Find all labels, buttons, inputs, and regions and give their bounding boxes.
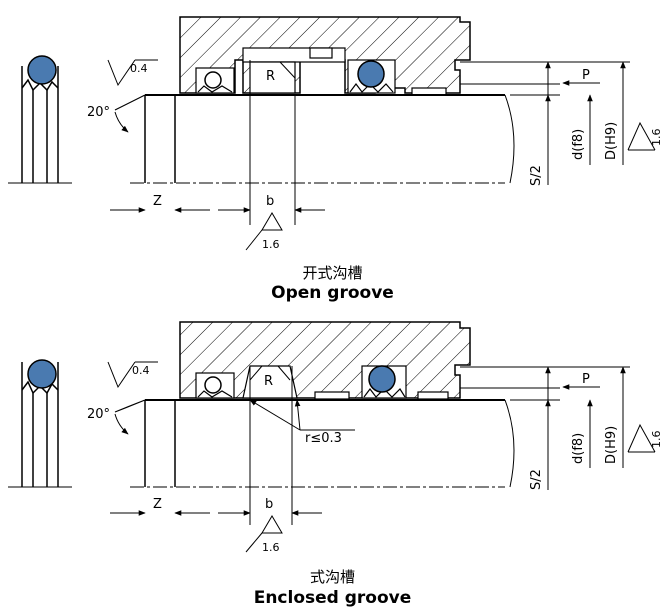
p-dimension-label: P (582, 68, 590, 83)
b-dimension-label: b (266, 194, 274, 209)
p-dimension-label: P (582, 372, 590, 387)
chamfer-angle-label: 20° (87, 105, 110, 120)
bigd-dimension-label: D(H9) (604, 426, 619, 464)
s-dimension-label: S/2 (529, 469, 544, 490)
enclosed-groove-caption-en: Enclosed groove (253, 588, 412, 608)
oring-icon (27, 359, 57, 389)
bigd-dimension-label: D(H9) (604, 122, 619, 160)
oring-icon (27, 55, 57, 85)
chamfer-angle-label: 20° (87, 407, 110, 422)
d-dimension-label: d(f8) (571, 433, 586, 464)
enclosed-groove-caption-cn: 式沟槽 (309, 568, 355, 586)
b-roughness-label: 1.6 (262, 541, 280, 554)
z-dimension-label: Z (153, 497, 162, 512)
b-dimension-label: b (265, 497, 273, 512)
bigd-roughness-label: 1.6 (650, 129, 663, 147)
oring-icon (357, 60, 385, 88)
r-small-label: r≤0.3 (305, 431, 342, 446)
b-roughness-label: 1.6 (262, 238, 280, 251)
r-label: R (266, 69, 275, 84)
z-dimension-label: Z (153, 194, 162, 209)
open-groove-caption-cn: 开式沟槽 (302, 264, 363, 282)
roughness-label: 0.4 (132, 364, 150, 377)
roughness-label: 0.4 (130, 62, 148, 75)
open-groove-caption-en: Open groove (271, 283, 394, 303)
enclosed-groove-section: R 20° 0.4 r≤0.3 Z (8, 321, 663, 554)
bigd-roughness-label: 1.6 (650, 431, 663, 449)
d-dimension-label: d(f8) (571, 129, 586, 160)
s-dimension-label: S/2 (529, 165, 544, 186)
oring-icon (368, 365, 396, 393)
r-label: R (264, 374, 273, 389)
seal-profile-thumbnail-top (8, 55, 72, 184)
seal-profile-thumbnail-bottom (8, 359, 72, 488)
open-groove-section: R 20° 0.4 Z b 1.6 (8, 16, 663, 251)
